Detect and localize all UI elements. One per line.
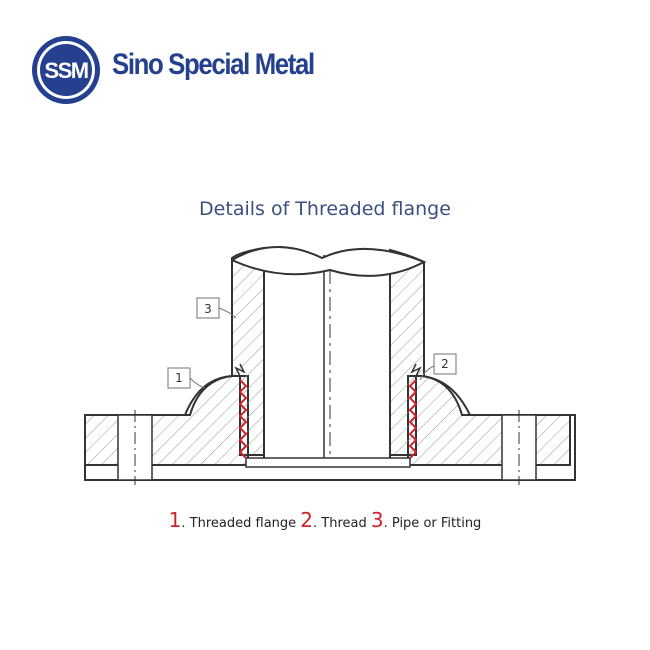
logo-badge-text: SSM	[44, 58, 87, 83]
diagram-title: Details of Threaded flange	[199, 198, 451, 220]
legend-text-1: . Threaded flange	[181, 516, 301, 531]
callout-label-2: 2	[441, 357, 449, 371]
thread-left-outer	[232, 363, 246, 377]
thread-right-outer	[410, 363, 424, 377]
legend-num-1: 1	[168, 508, 182, 532]
callout-box-2	[433, 353, 457, 375]
pipe-end-ring	[245, 457, 411, 468]
callout-label-1: 1	[175, 371, 183, 385]
pipe-bore	[264, 262, 390, 458]
thread-left	[238, 379, 248, 459]
legend-text-3: . Pipe or Fitting	[383, 516, 482, 531]
brand-name: Sino Special Metal	[112, 48, 315, 81]
ssm-badge-icon: SSM	[32, 36, 100, 104]
thread-right	[408, 379, 418, 459]
legend-num-2: 2	[300, 508, 314, 532]
callout-label-3: 3	[204, 302, 212, 316]
callout-leader-3	[218, 307, 237, 319]
flange-outline	[84, 375, 576, 481]
flange-section-right	[407, 375, 571, 466]
flange-section-left	[84, 375, 249, 466]
brand-logo: SSM Sino Special Metal	[30, 34, 315, 110]
callout-leader-2	[419, 365, 435, 381]
bolt-hole-left	[117, 414, 153, 481]
diagram-legend: 1. Threaded flange 2. Thread 3. Pipe or …	[0, 508, 650, 532]
legend-num-3: 3	[370, 508, 384, 532]
pipe-break-top	[231, 246, 427, 277]
callout-leader-1	[189, 377, 206, 389]
legend-text-2: . Thread	[313, 516, 371, 531]
